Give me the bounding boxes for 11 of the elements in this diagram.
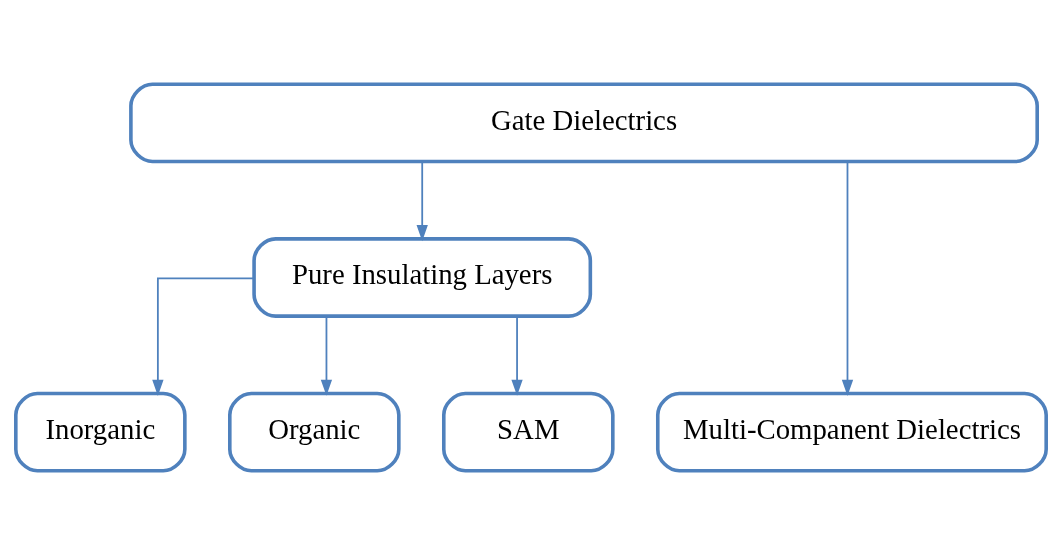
- node-box: Pure Insulating Layers: [252, 236, 593, 318]
- arrow: [152, 277, 255, 396]
- arrow: [320, 315, 333, 396]
- arrow: [416, 160, 428, 241]
- node-box: Inorganic: [14, 391, 187, 473]
- arrow: [841, 160, 854, 396]
- arrow: [511, 315, 523, 396]
- node-box: Gate Dielectrics: [129, 81, 1039, 163]
- node-box: Multi-Companent Dielectrics: [655, 391, 1048, 473]
- node-box: Organic: [228, 391, 401, 473]
- node-box: SAM: [442, 391, 615, 473]
